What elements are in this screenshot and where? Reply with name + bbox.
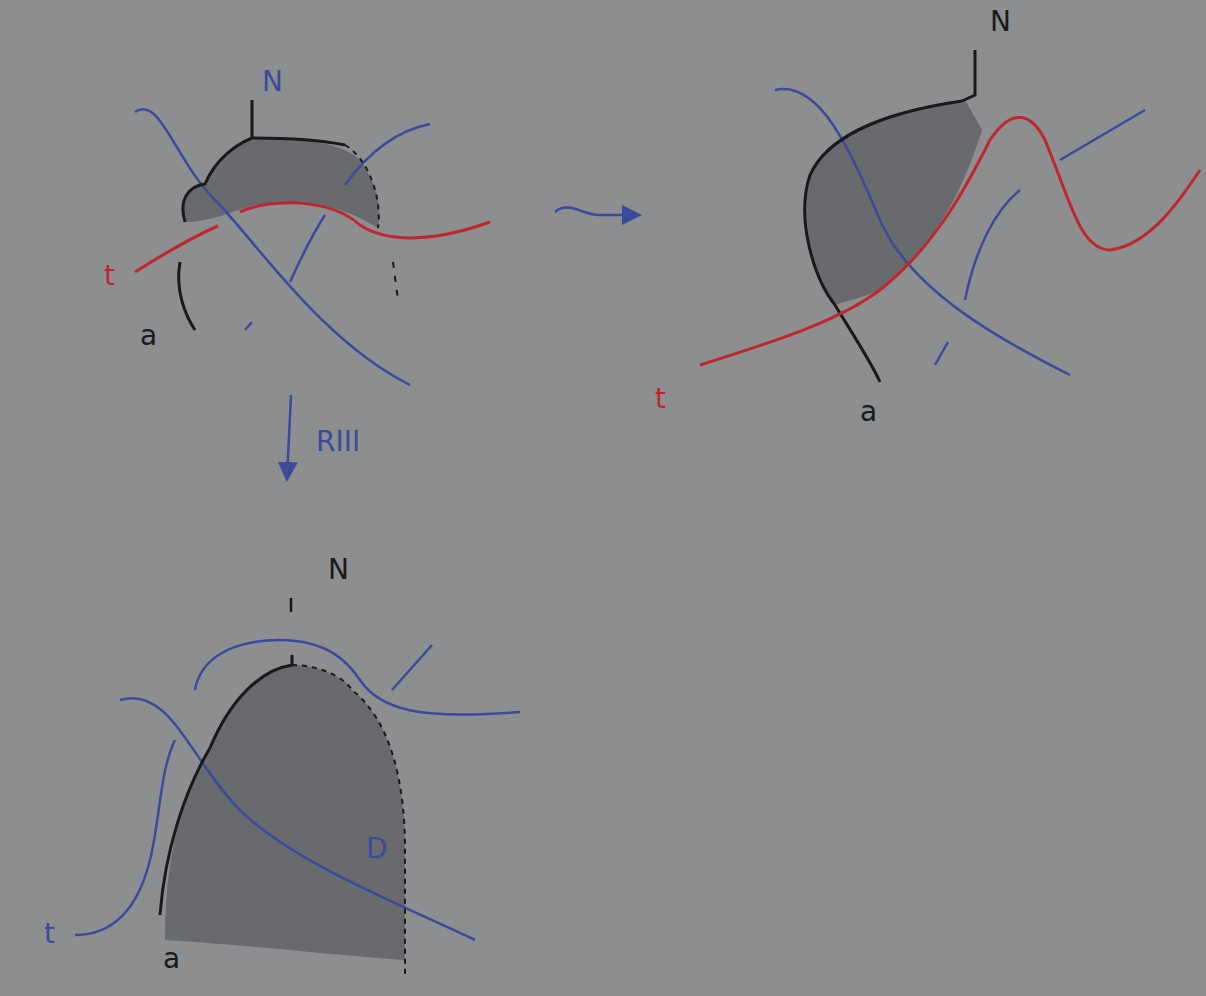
knot-label: t [104,262,115,290]
knot-label: a [163,945,180,973]
knot-label: N [328,556,349,584]
move-arrow [287,395,291,478]
knot-label: N [990,8,1011,36]
knot-label: D [366,835,388,863]
knot-label: a [860,398,877,426]
tangle-after [700,50,1200,382]
tangle-riii [75,598,520,975]
move-arrow [555,208,638,216]
knot-label: t [655,385,666,413]
knot-label: RIII [316,428,360,456]
knot-label: a [140,322,157,350]
tangle-before [135,100,490,385]
knot-label: t [44,920,55,948]
knot-label: N [262,68,283,96]
